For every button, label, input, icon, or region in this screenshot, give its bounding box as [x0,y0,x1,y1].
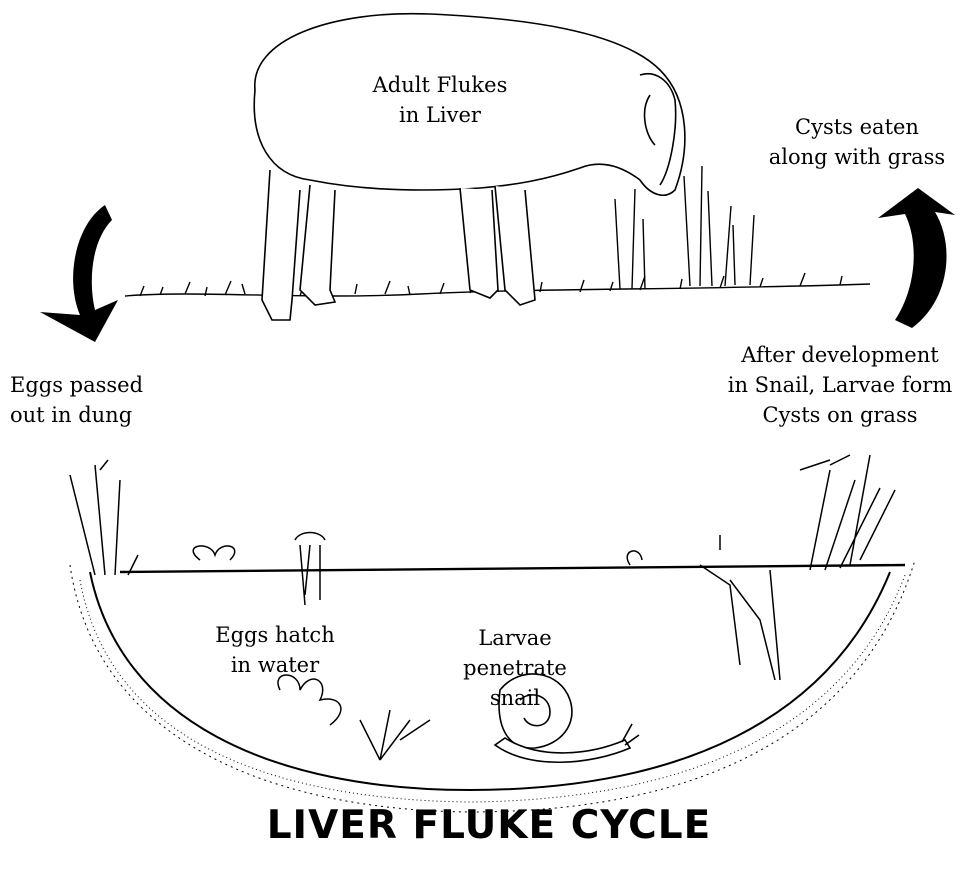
label-cysts-eaten: Cysts eaten along with grass [752,112,962,172]
label-line: Cysts eaten [752,112,962,142]
label-line: snail [440,683,590,713]
label-line: Eggs passed [10,370,210,400]
label-line: Cysts on grass [706,400,974,430]
curved-arrow-up-icon [878,188,955,328]
label-larvae-penetrate: Larvae penetrate snail [440,623,590,713]
label-eggs-hatch: Eggs hatch in water [190,620,360,680]
label-line: Larvae [440,623,590,653]
label-adult-flukes: Adult Flukes in Liver [330,70,550,130]
curved-arrow-down-icon [40,205,118,342]
sheep-icon [254,14,685,320]
label-line: Adult Flukes [330,70,550,100]
label-line: penetrate [440,653,590,683]
label-line: in Liver [330,100,550,130]
label-after-development: After development in Snail, Larvae form … [706,340,974,430]
label-line: After development [706,340,974,370]
label-line: in water [190,650,360,680]
diagram-title: LIVER FLUKE CYCLE [0,803,978,848]
label-line: out in dung [10,400,210,430]
label-eggs-passed: Eggs passed out in dung [10,370,210,430]
label-line: Eggs hatch [190,620,360,650]
label-line: in Snail, Larvae form [706,370,974,400]
label-line: along with grass [752,142,962,172]
plant-icon [70,455,895,760]
